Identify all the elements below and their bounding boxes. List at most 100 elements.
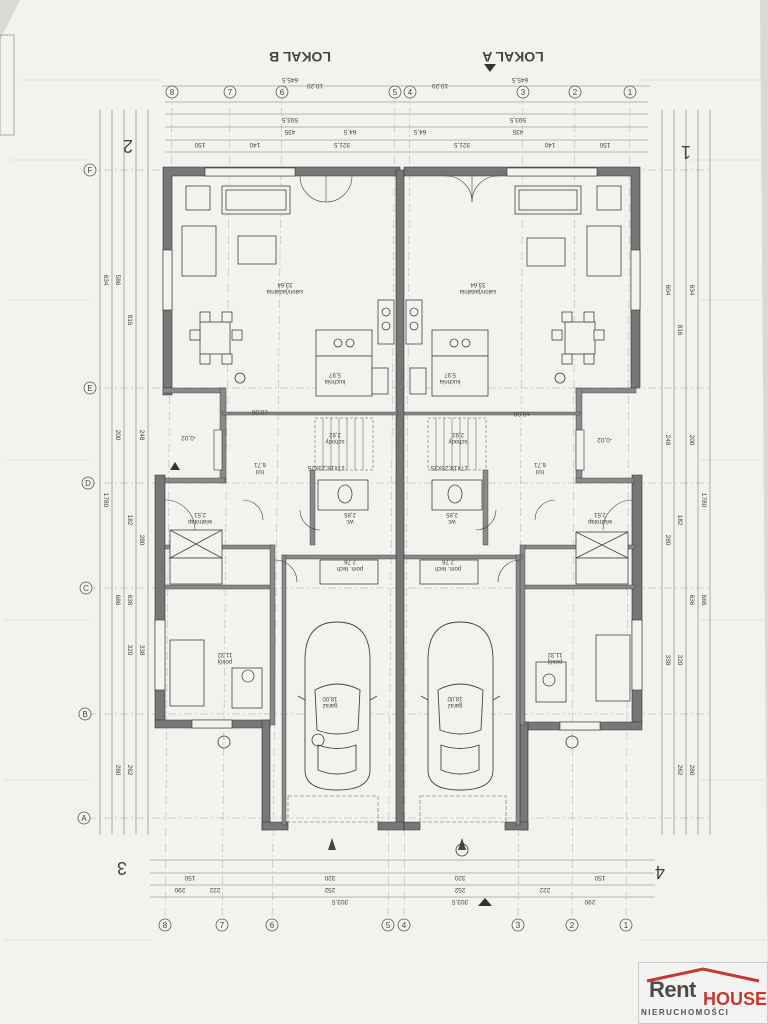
rent-house-logo: Rent HOUSE NIERUCHOMOŚCI — [638, 962, 768, 1024]
svg-text:1780: 1780 — [102, 493, 109, 508]
svg-text:pokój: pokój — [218, 658, 232, 664]
svg-text:2: 2 — [570, 921, 575, 930]
car-icon — [297, 621, 378, 791]
svg-text:248: 248 — [664, 435, 671, 446]
svg-text:140: 140 — [249, 141, 260, 148]
grid-labels: 8 7 6 5 4 3 2 1 8 7 6 5 4 3 2 1 F E D C … — [81, 88, 632, 930]
dimension-texts-side: 634 586 816 1780 200 248 182 280 636 686… — [102, 275, 707, 776]
svg-text:10,20: 10,20 — [306, 82, 323, 89]
svg-text:200: 200 — [114, 430, 121, 441]
svg-text:338: 338 — [664, 655, 671, 666]
svg-text:1: 1 — [624, 921, 629, 930]
svg-text:64,5: 64,5 — [343, 128, 356, 135]
svg-text:8: 8 — [170, 88, 175, 97]
svg-text:A: A — [81, 814, 87, 823]
svg-text:6,71: 6,71 — [254, 461, 266, 467]
svg-text:435: 435 — [284, 128, 295, 135]
svg-text:320: 320 — [126, 645, 133, 656]
svg-text:2: 2 — [573, 88, 578, 97]
svg-text:hol: hol — [536, 468, 544, 474]
section-3: 3 — [117, 858, 127, 878]
svg-text:B: B — [82, 710, 87, 719]
svg-text:303,5: 303,5 — [451, 898, 468, 905]
svg-text:222: 222 — [539, 886, 550, 893]
logo-subtitle: NIERUCHOMOŚCI — [641, 1008, 730, 1017]
svg-text:6,71: 6,71 — [534, 461, 546, 467]
svg-text:150: 150 — [599, 141, 610, 148]
section-1: 1 — [681, 142, 691, 162]
svg-text:140: 140 — [544, 141, 555, 148]
svg-text:666: 666 — [700, 595, 707, 606]
svg-text:33,64: 33,64 — [470, 281, 486, 287]
svg-text:2,51: 2,51 — [194, 511, 206, 517]
grid-bubbles — [77, 85, 637, 932]
svg-text:11,32: 11,32 — [217, 651, 232, 657]
svg-text:636: 636 — [126, 595, 133, 606]
svg-text:F: F — [88, 166, 93, 175]
svg-text:150: 150 — [194, 141, 205, 148]
svg-text:wc: wc — [448, 518, 456, 524]
svg-text:C: C — [83, 584, 89, 593]
logo-rent-text: Rent — [649, 977, 696, 1002]
room-labels-b: salon/jadalnia 33,64 kuchnia 5,97 schody… — [187, 281, 363, 708]
svg-text:593,5: 593,5 — [281, 116, 298, 123]
svg-text:320: 320 — [454, 874, 465, 881]
svg-text:±0,00: ±0,00 — [513, 410, 530, 417]
svg-text:252: 252 — [454, 886, 465, 893]
svg-text:kuchnia: kuchnia — [324, 378, 345, 384]
svg-text:645,5: 645,5 — [281, 76, 298, 83]
car-icon — [420, 621, 501, 791]
svg-text:262: 262 — [676, 765, 683, 776]
svg-text:18,00: 18,00 — [447, 695, 463, 701]
svg-text:4: 4 — [408, 88, 413, 97]
svg-text:3: 3 — [521, 88, 526, 97]
svg-text:7: 7 — [220, 921, 225, 930]
svg-text:636: 636 — [688, 595, 695, 606]
svg-text:pom. tech: pom. tech — [435, 565, 461, 571]
svg-text:wc: wc — [346, 518, 354, 524]
svg-text:634: 634 — [102, 275, 109, 286]
svg-text:280: 280 — [114, 765, 121, 776]
svg-text:262: 262 — [126, 765, 133, 776]
unit-b-title: LOKAL B — [269, 49, 331, 65]
svg-text:645,5: 645,5 — [511, 76, 528, 83]
svg-text:2,92: 2,92 — [329, 431, 341, 437]
svg-text:schody: schody — [448, 438, 467, 444]
svg-text:5,97: 5,97 — [444, 371, 456, 377]
svg-text:586: 586 — [114, 275, 121, 286]
svg-text:5: 5 — [393, 88, 398, 97]
svg-text:6: 6 — [270, 921, 275, 930]
svg-text:2,85: 2,85 — [446, 511, 458, 517]
svg-text:salon/jadalnia: salon/jadalnia — [266, 288, 303, 294]
svg-text:182: 182 — [676, 515, 683, 526]
svg-text:222: 222 — [209, 886, 220, 893]
svg-text:320: 320 — [324, 874, 335, 881]
svg-text:2,92: 2,92 — [452, 431, 464, 437]
svg-text:2,76: 2,76 — [442, 558, 454, 564]
furniture — [169, 185, 631, 709]
svg-text:248: 248 — [138, 430, 145, 441]
svg-text:5: 5 — [386, 921, 391, 930]
logo-house-text: HOUSE — [703, 989, 768, 1009]
svg-text:435: 435 — [512, 128, 523, 135]
svg-text:280: 280 — [664, 535, 671, 546]
svg-text:E: E — [87, 384, 92, 393]
svg-text:2,85: 2,85 — [344, 511, 356, 517]
svg-text:hol: hol — [256, 468, 264, 474]
level-marks: ±0,00 ±0,00 -0,02 -0,02 17x18,23x25 17x1… — [181, 408, 612, 471]
svg-text:338: 338 — [138, 645, 145, 656]
svg-text:10,20: 10,20 — [431, 82, 448, 89]
svg-text:2,76: 2,76 — [344, 558, 356, 564]
svg-text:33,64: 33,64 — [277, 281, 293, 287]
svg-text:4: 4 — [402, 921, 407, 930]
svg-text:320: 320 — [676, 655, 683, 666]
svg-text:5,97: 5,97 — [329, 371, 341, 377]
garage-doors — [287, 795, 507, 823]
svg-text:garaż: garaż — [322, 702, 337, 708]
svg-text:816: 816 — [126, 315, 133, 326]
svg-text:321,5: 321,5 — [333, 141, 350, 148]
svg-text:schody: schody — [325, 438, 344, 444]
